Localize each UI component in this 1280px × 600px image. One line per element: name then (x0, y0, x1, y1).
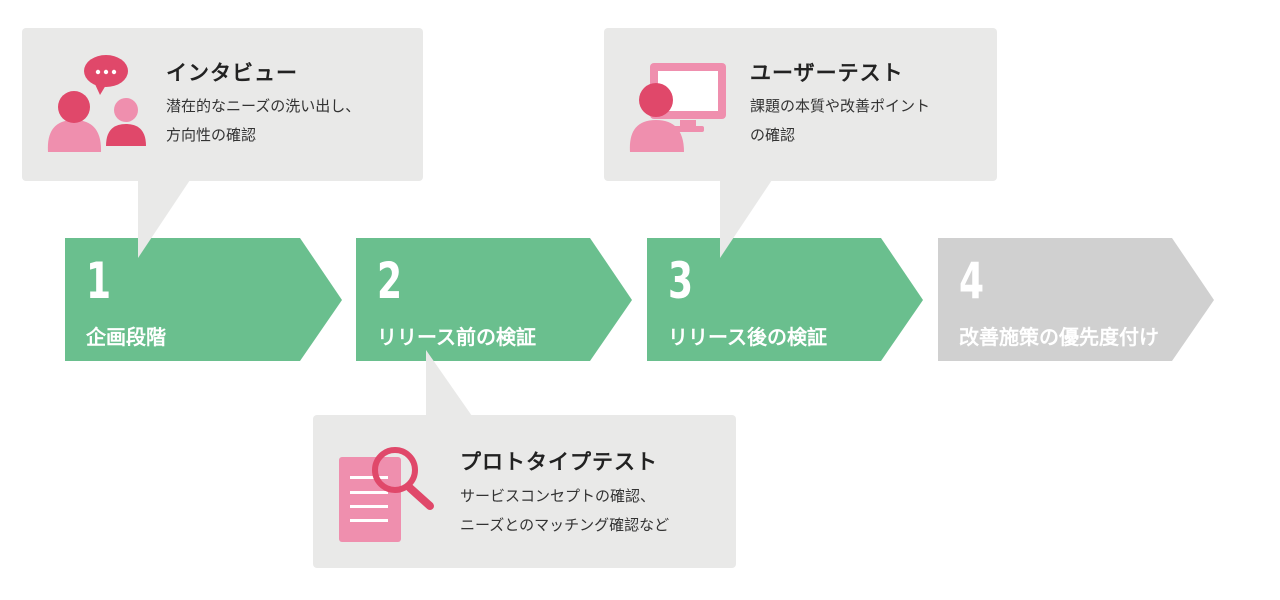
step-arrow-1 (65, 238, 342, 361)
step-3-label: リリース後の検証 (668, 325, 827, 349)
users-chat-icon (47, 55, 146, 152)
step-1-label: 企画段階 (86, 325, 166, 349)
step-4-label: 改善施策の優先度付け (959, 325, 1159, 349)
user-test-desc: 課題の本質や改善ポイント の確認 (750, 97, 931, 144)
callout-prototype-bubble (313, 350, 736, 568)
interview-desc: 潜在的なニーズの洗い出し、 方向性の確認 (166, 97, 361, 144)
step-1-number: 1 (86, 252, 112, 310)
step-2-number: 2 (377, 252, 403, 310)
step-arrow-4 (938, 238, 1214, 361)
step-2-label: リリース前の検証 (377, 325, 536, 349)
prototype-test-desc: サービスコンセプトの確認、 ニーズとのマッチング確認など (460, 487, 670, 534)
step-3-number: 3 (668, 252, 694, 310)
prototype-test-title: プロトタイプテスト (460, 450, 658, 474)
step-arrow-2 (356, 238, 632, 361)
user-monitor-icon (629, 63, 726, 152)
document-search-icon (339, 447, 434, 542)
step-4-number: 4 (959, 252, 985, 310)
step-arrow-3 (647, 238, 923, 361)
interview-title: インタビュー (166, 61, 298, 85)
user-test-title: ユーザーテスト (750, 61, 904, 85)
